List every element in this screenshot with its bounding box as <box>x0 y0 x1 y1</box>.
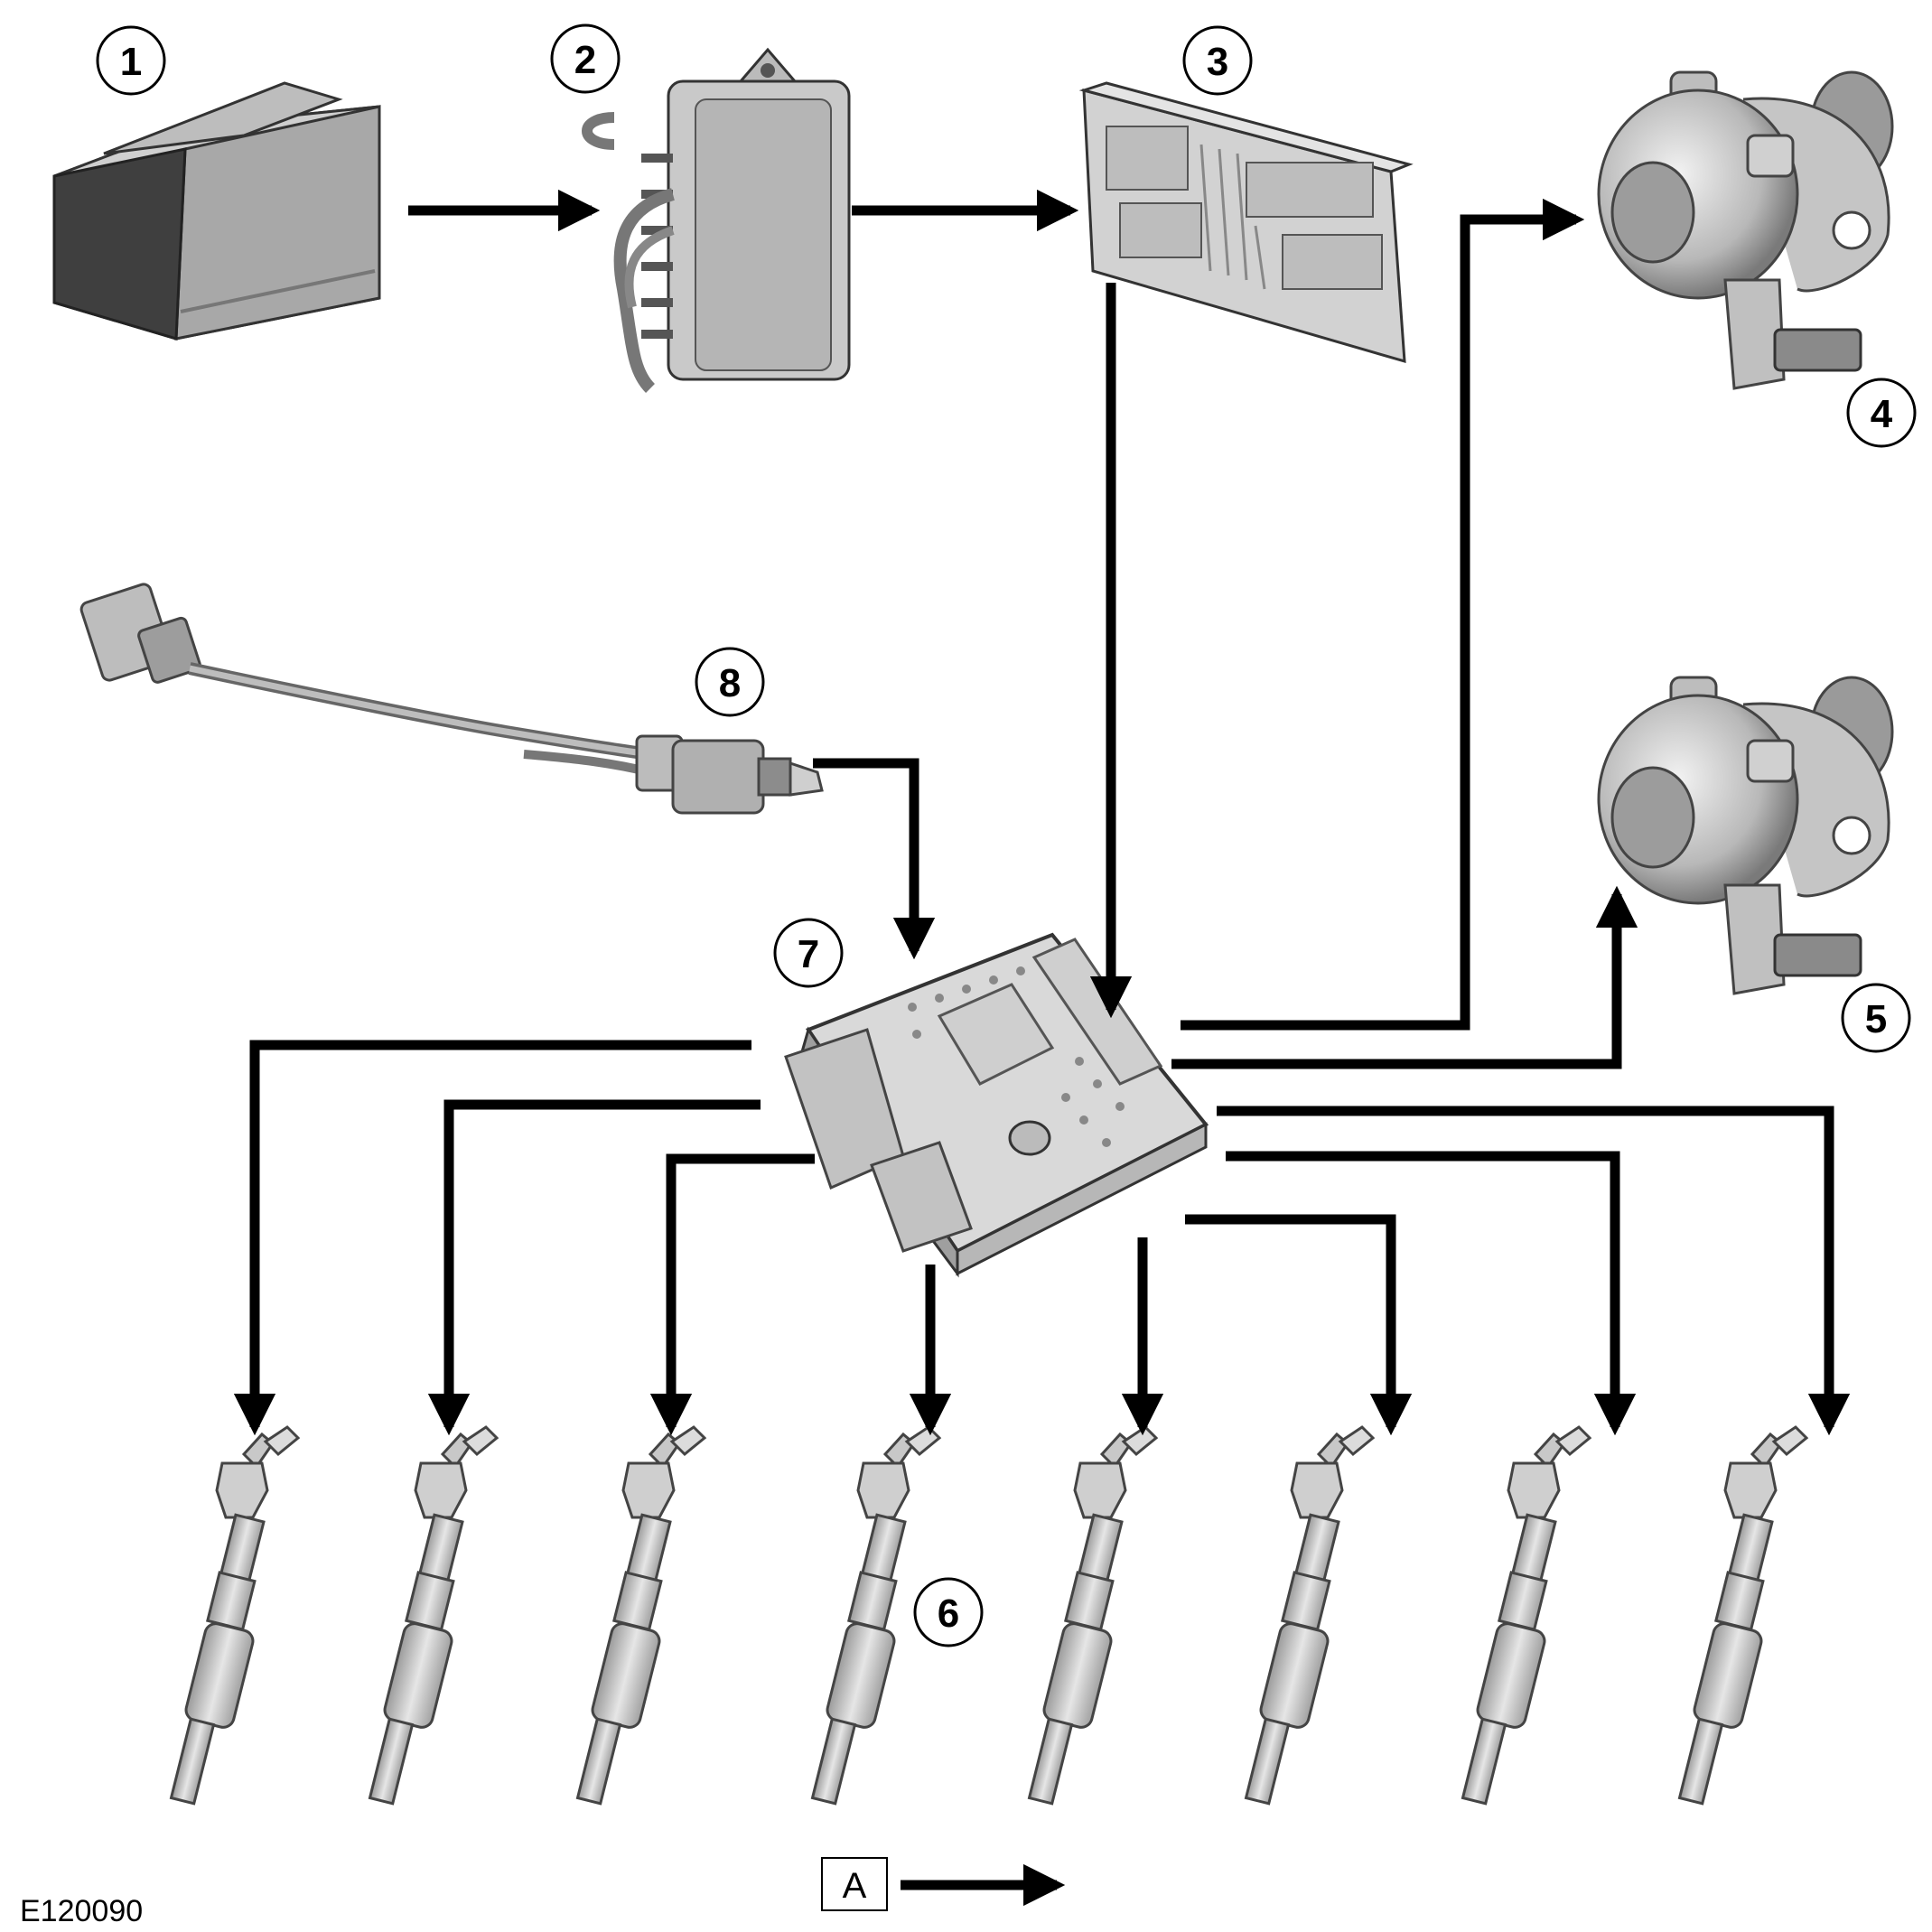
callout-5-label: 5 <box>1865 997 1887 1041</box>
fuel-injectors <box>169 1425 1808 1806</box>
fuse-box <box>1078 81 1414 364</box>
battery <box>52 81 381 341</box>
callout-1: 1 <box>96 25 166 96</box>
callout-6-label: 6 <box>938 1591 959 1636</box>
arrow-ecm-to-injector-1 <box>233 1040 751 1436</box>
callout-3: 3 <box>1182 25 1253 96</box>
callout-2-label: 2 <box>574 38 596 82</box>
callout-7: 7 <box>773 918 844 988</box>
fuel-pump-upper <box>1597 70 1894 390</box>
arrow-ecm-to-injector-2 <box>427 1099 761 1436</box>
callouts: 1 2 3 4 5 6 7 8 <box>96 23 1917 1647</box>
power-distribution-box <box>582 47 851 393</box>
callout-3-label: 3 <box>1207 40 1228 84</box>
fuel-pump-lower <box>1597 676 1894 995</box>
arrow-sensor-to-ecm <box>813 758 936 960</box>
arrow-ecm-to-injector-8 <box>1217 1106 1851 1436</box>
callout-8: 8 <box>695 647 765 717</box>
callout-1-label: 1 <box>120 40 142 84</box>
engine-control-module <box>784 932 1209 1278</box>
arrow-ecm-to-injector-6 <box>1185 1214 1413 1436</box>
sensor-harness <box>79 583 824 815</box>
callout-4-label: 4 <box>1871 392 1893 436</box>
callout-5: 5 <box>1841 983 1911 1053</box>
callout-7-label: 7 <box>798 932 819 976</box>
callout-2: 2 <box>550 23 621 94</box>
arrow-ecm-to-pump-upper <box>1181 198 1585 1031</box>
callout-4: 4 <box>1846 378 1917 448</box>
legend-key-label: A <box>843 1866 867 1906</box>
callout-6: 6 <box>913 1577 984 1647</box>
arrow-ecm-to-pump-lower <box>1171 885 1638 1069</box>
legend: A <box>821 1857 888 1911</box>
arrow-ecm-to-injector-3 <box>649 1153 815 1436</box>
figure-reference: E120090 <box>20 1894 143 1928</box>
connection-lines <box>233 189 1851 1907</box>
callout-8-label: 8 <box>719 661 741 705</box>
arrow-ecm-to-injector-7 <box>1226 1151 1637 1436</box>
legend-box <box>821 1857 888 1911</box>
